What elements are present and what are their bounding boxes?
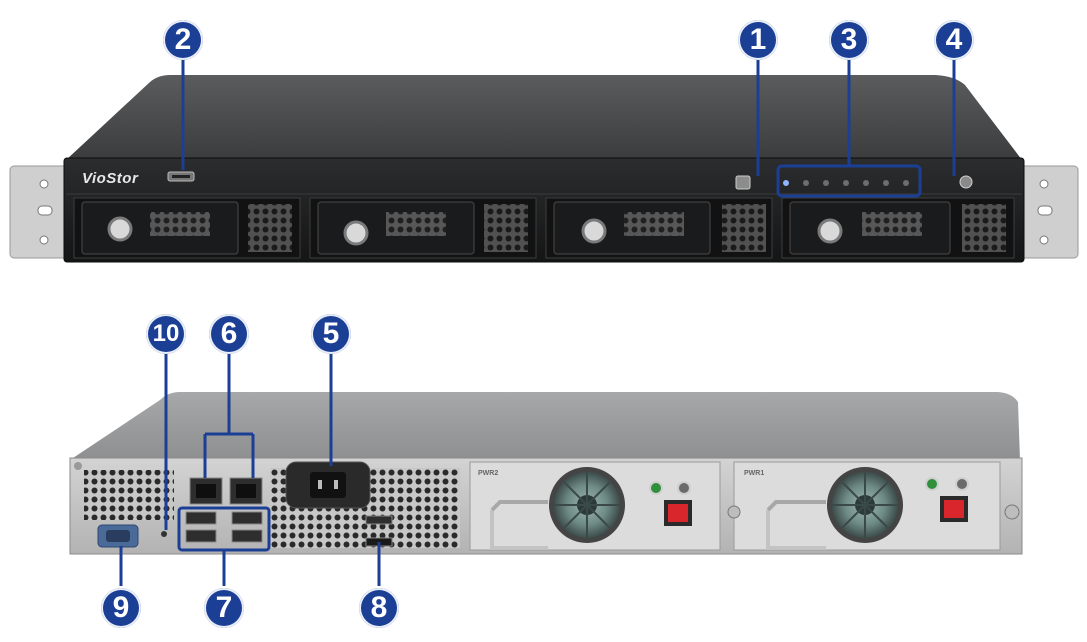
- callout-4: 4: [934, 20, 974, 60]
- callout-10: 10: [146, 314, 186, 354]
- reset-pinhole: [161, 531, 167, 537]
- callout-9: 9: [101, 588, 141, 628]
- usb-port-3: [231, 511, 263, 525]
- usb-port-4: [231, 529, 263, 543]
- usb-port-2: [185, 529, 217, 543]
- drive-bay-3: [545, 197, 773, 259]
- psu-left-label: PWR2: [478, 470, 499, 477]
- rear-vent-left: [84, 470, 174, 520]
- brand-logo-label: VioStor: [82, 170, 139, 187]
- callout-5: 5: [311, 314, 351, 354]
- power-supply-2: [469, 461, 721, 551]
- rear-view: [69, 392, 1023, 555]
- drive-bay-4: [781, 197, 1015, 259]
- chassis-top: [66, 75, 1022, 160]
- power-button: [735, 175, 751, 190]
- drive-bay-2: [309, 197, 537, 259]
- callout-2: 2: [163, 20, 203, 60]
- drive-bay-1: [73, 197, 301, 259]
- front-view: [9, 75, 1079, 263]
- callout-1: 1: [738, 20, 778, 60]
- callout-3: 3: [829, 20, 869, 60]
- power-supply-1: [733, 461, 1001, 551]
- callout-6: 6: [209, 314, 249, 354]
- callout-7: 7: [204, 588, 244, 628]
- psu-right-label: PWR1: [744, 470, 765, 477]
- rear-callout-lines: [119, 352, 381, 586]
- rear-chassis-top: [70, 392, 1020, 460]
- status-led-row: [783, 180, 909, 186]
- callout-8: 8: [359, 588, 399, 628]
- front-button: [959, 175, 973, 189]
- front-callout-lines: [181, 58, 956, 198]
- usb-port-1: [185, 511, 217, 525]
